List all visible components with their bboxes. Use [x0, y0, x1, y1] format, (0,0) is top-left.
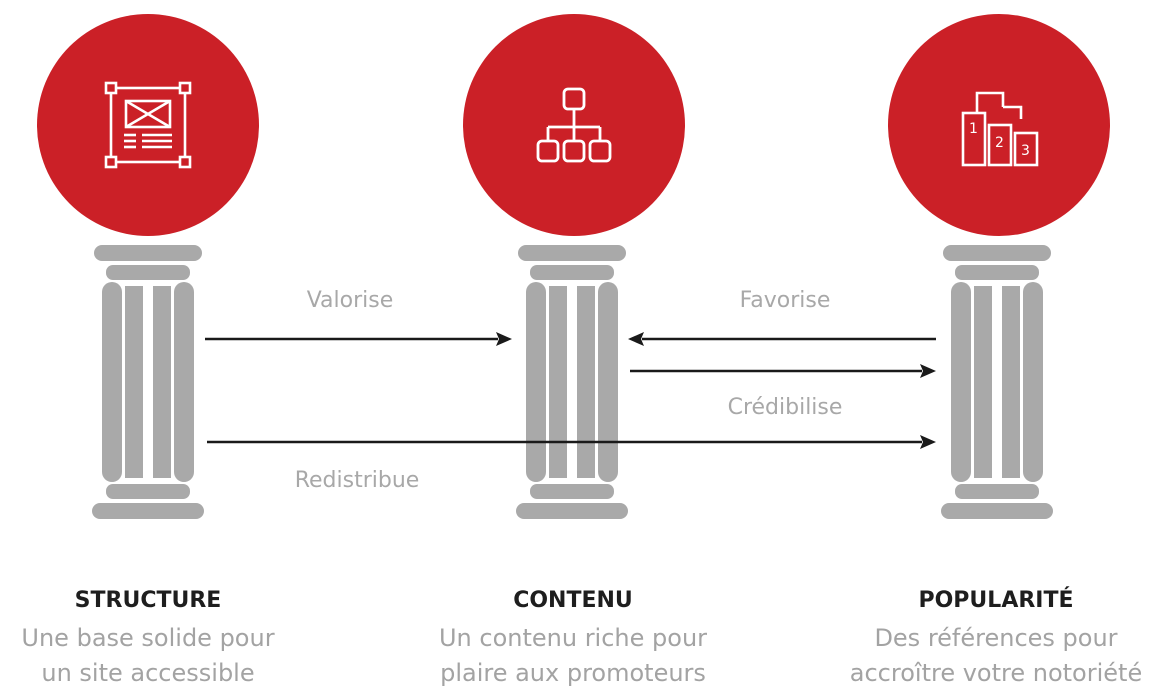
pillar-desc-line1: Un contenu riche pour	[438, 624, 708, 652]
podium-icon: 1 2 3	[961, 91, 1039, 167]
pillar-desc-line2: plaire aux promoteurs	[440, 659, 706, 687]
label-favorise: Favorise	[739, 288, 831, 313]
pillar-desc-line2: un site accessible	[41, 659, 255, 687]
arrowhead-valorise	[496, 332, 512, 346]
pillar-content: CONTENU Un contenu riche pour plaire aux…	[408, 587, 738, 691]
arrowhead-redistribue	[920, 435, 936, 449]
pillar-desc-line2: accroître votre notoriété	[849, 659, 1143, 687]
label-valorise: Valorise	[306, 288, 394, 313]
pillar-title: STRUCTURE	[74, 588, 222, 613]
arrowhead-favorise	[628, 332, 644, 346]
arrowhead-credibilise	[920, 364, 936, 378]
label-redistribue: Redistribue	[294, 468, 420, 493]
sitemap-icon	[536, 87, 612, 163]
structure-circle	[37, 14, 259, 236]
pillar-title: POPULARITÉ	[918, 588, 1074, 613]
pillar-popularity: POPULARITÉ Des références pour accroître…	[831, 587, 1161, 691]
podium-rank-2: 2	[995, 135, 1004, 151]
wireframe-icon	[104, 81, 192, 169]
content-circle	[463, 14, 685, 236]
pillar-title: CONTENU	[513, 588, 633, 613]
podium-rank-1: 1	[969, 121, 978, 137]
popularity-circle: 1 2 3	[888, 14, 1110, 236]
label-credibilise: Crédibilise	[727, 395, 843, 420]
pillar-desc-line1: Des références pour	[874, 624, 1118, 652]
pillar-structure: STRUCTURE Une base solide pour un site a…	[0, 587, 313, 691]
podium-rank-3: 3	[1021, 143, 1030, 159]
pillar-desc-line1: Une base solide pour	[21, 624, 275, 652]
